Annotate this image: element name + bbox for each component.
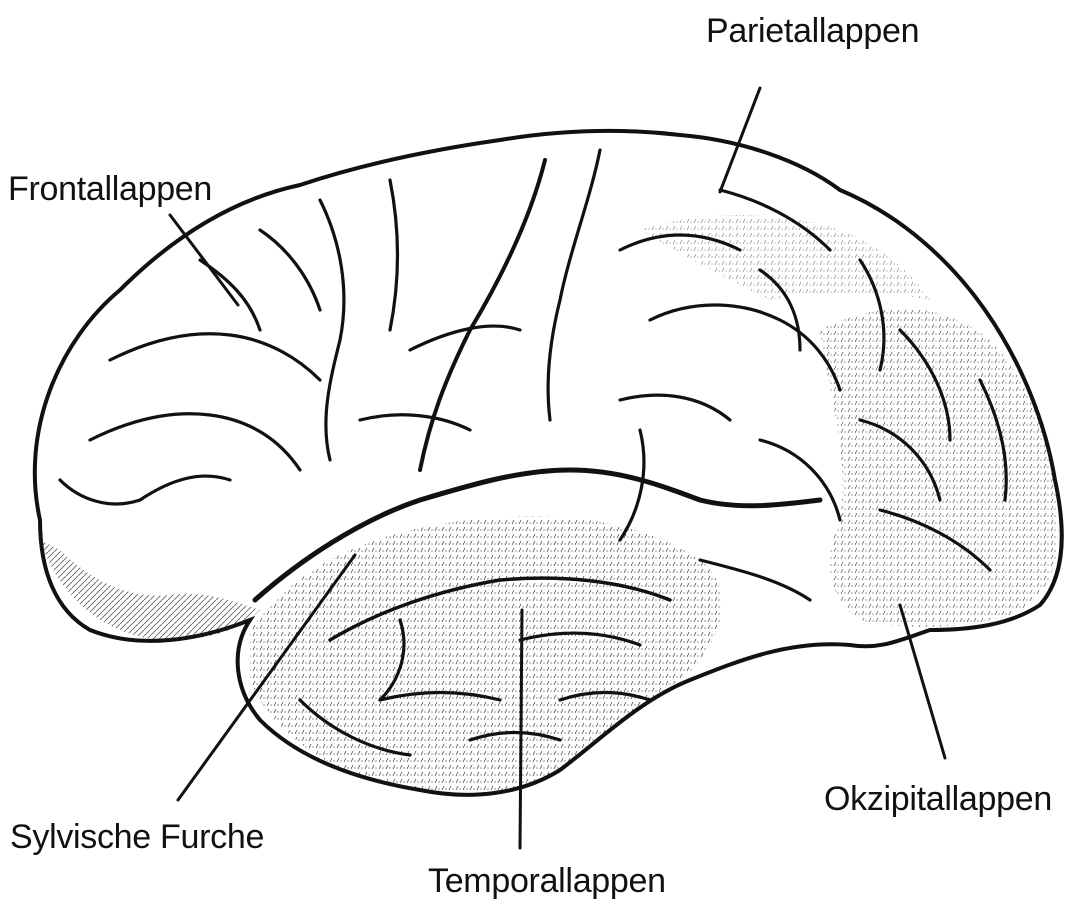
occipital-shading (820, 309, 1058, 627)
label-occipital-lobe: Okzipitallappen (824, 780, 1052, 819)
label-frontal-lobe: Frontallappen (8, 170, 212, 209)
label-temporal-lobe: Temporallappen (428, 862, 666, 901)
leader-temporal (520, 610, 522, 848)
label-sylvian-fissure: Sylvische Furche (10, 818, 264, 857)
label-parietal-lobe: Parietallappen (706, 12, 919, 51)
